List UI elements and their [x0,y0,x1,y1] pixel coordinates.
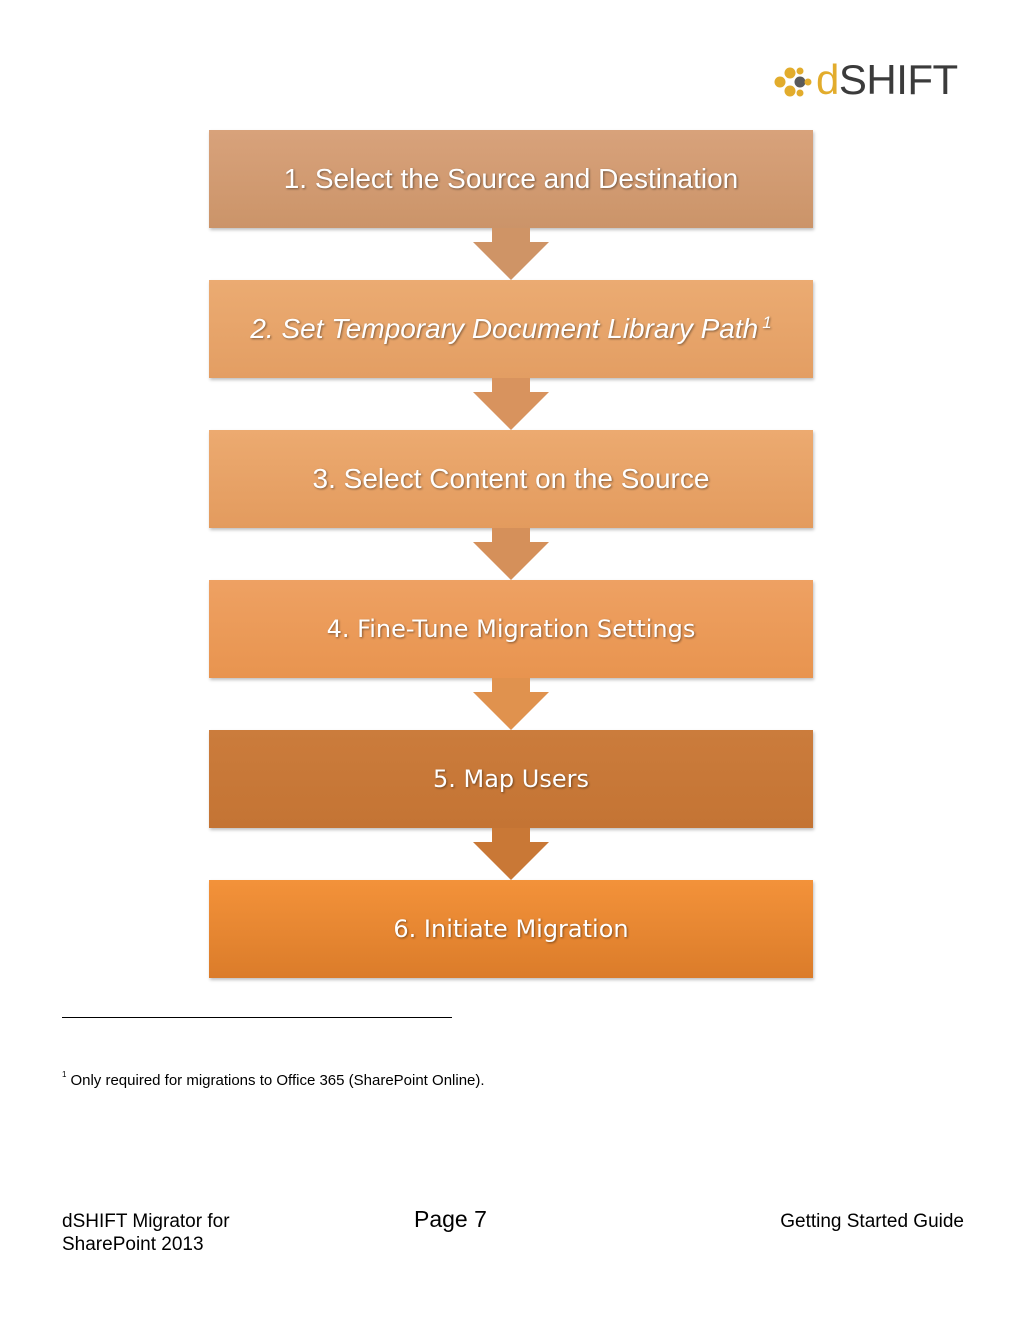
step-4-box: 4. Fine-Tune Migration Settings [209,580,813,678]
step-1-box: 1. Select the Source and Destination [209,130,813,228]
footnote-marker: 1 [62,1070,67,1079]
footnote-text: Only required for migrations to Office 3… [70,1072,485,1089]
footer-product-line-2: SharePoint 2013 [62,1234,204,1255]
step-5-box: 5. Map Users [209,730,813,828]
footer-product-line-1: dSHIFT Migrator for [62,1211,230,1232]
down-arrow-icon [473,228,549,280]
dshift-wordmark: dSHIFT [816,58,958,102]
footer-guide-title: Getting Started Guide [780,1211,964,1232]
step-4-label: 4. Fine-Tune Migration Settings [326,615,696,643]
step-5-label: 5. Map Users [432,765,589,793]
dshift-logo-icon [774,67,812,97]
step-1-label: 1. Select the Source and Destination [283,163,739,194]
page-number: Page 7 [414,1206,487,1232]
step-2-footnote-ref: 1 [762,313,772,332]
down-arrow-icon [473,528,549,580]
footnote-separator [62,1017,452,1018]
step-6-box: 6. Initiate Migration [209,880,813,978]
down-arrow-icon [473,378,549,430]
step-3-box: 3. Select Content on the Source [209,430,813,528]
step-3-label: 3. Select Content on the Source [312,463,710,494]
logo-word-shift: SHIFT [838,56,958,103]
logo-letter-d: d [816,56,839,103]
footer-product: dSHIFT Migrator for SharePoint 2013 [62,1210,230,1256]
step-6-label: 6. Initiate Migration [393,915,629,943]
step-2-label: 2. Set Temporary Document Library Path [250,313,759,344]
down-arrow-icon [473,678,549,730]
dshift-logo: dSHIFT [772,58,962,104]
down-arrow-icon [473,828,549,880]
